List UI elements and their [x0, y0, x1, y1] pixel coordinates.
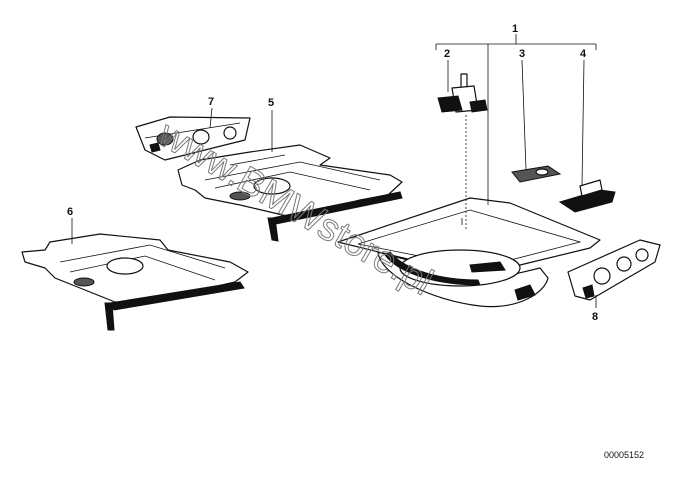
- clip-part-4[interactable]: [558, 179, 616, 213]
- drawing-number: 00005152: [604, 450, 644, 460]
- panel-part-7[interactable]: [135, 116, 251, 161]
- spare-wheel-well-part-1[interactable]: [337, 197, 601, 308]
- callout-2: 2: [444, 48, 450, 60]
- callout-6: 6: [67, 206, 73, 218]
- panel-part-8[interactable]: [567, 239, 661, 301]
- callout-7: 7: [208, 96, 214, 108]
- callout-8: 8: [592, 311, 598, 323]
- floor-panel-part-5[interactable]: [177, 144, 403, 242]
- floor-panel-part-6[interactable]: [21, 233, 249, 331]
- callout-5: 5: [268, 97, 274, 109]
- callout-3: 3: [519, 48, 525, 60]
- callout-4: 4: [580, 48, 587, 60]
- callout-1: 1: [512, 23, 518, 35]
- bracket-part-2[interactable]: [437, 73, 488, 113]
- plate-part-3[interactable]: [511, 165, 562, 183]
- leader-lines: [71, 34, 597, 308]
